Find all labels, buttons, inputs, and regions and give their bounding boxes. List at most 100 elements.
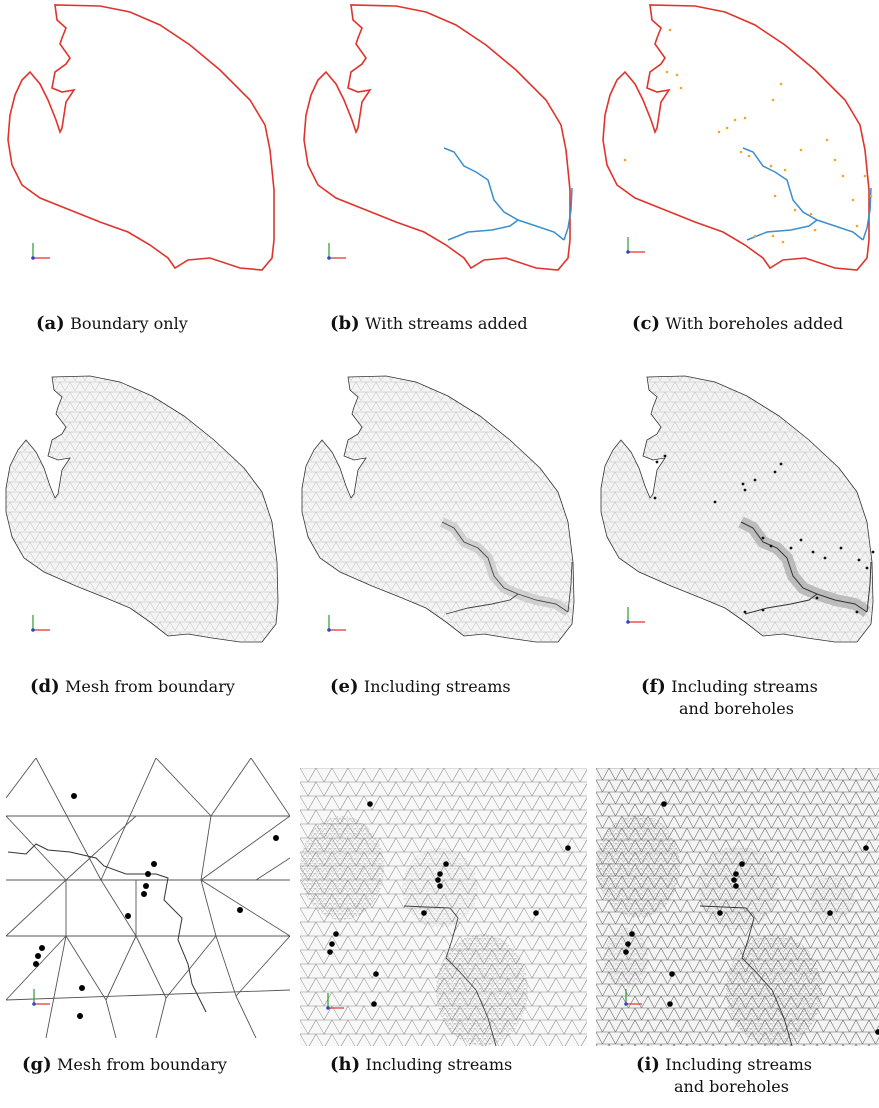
caption-i: (i) Including streams and boreholes xyxy=(636,1054,812,1096)
borehole-marker xyxy=(661,801,667,807)
borehole-marker xyxy=(675,73,679,77)
borehole-marker xyxy=(145,871,151,877)
domain-boundary-outline xyxy=(7,4,275,271)
borehole-marker xyxy=(743,116,747,120)
borehole-marker xyxy=(779,462,783,466)
panel-g-zoom-coarse xyxy=(6,758,290,1038)
caption-c: (c) With boreholes added xyxy=(632,313,844,334)
axis-triad-icon xyxy=(626,237,645,254)
borehole-marker xyxy=(79,985,85,991)
borehole-marker xyxy=(771,98,775,102)
borehole-marker xyxy=(151,861,157,867)
borehole-marker xyxy=(373,971,379,977)
caption-d: (d) Mesh from boundary xyxy=(30,676,235,697)
fine-borehole-points xyxy=(623,801,879,1035)
borehole-marker xyxy=(333,931,339,937)
fine-borehole-points xyxy=(327,801,571,1007)
borehole-marker xyxy=(237,907,243,913)
borehole-marker xyxy=(799,538,803,542)
axis-triad-icon xyxy=(626,607,645,624)
borehole-marker xyxy=(741,482,745,486)
caption-g: (g) Mesh from boundary xyxy=(22,1054,227,1075)
borehole-marker xyxy=(743,610,747,614)
borehole-marker xyxy=(811,550,815,554)
coarse-mesh-svg xyxy=(6,758,290,1038)
stream-network xyxy=(742,147,872,241)
borehole-marker xyxy=(77,1013,83,1019)
borehole-marker xyxy=(663,454,667,458)
coarse-borehole-points xyxy=(33,793,279,1019)
borehole-marker xyxy=(443,861,449,867)
borehole-marker xyxy=(533,910,539,916)
borehole-marker xyxy=(35,953,41,959)
borehole-marker xyxy=(827,910,833,916)
mesh-boundary-outline xyxy=(301,375,575,643)
borehole-marker xyxy=(761,536,765,540)
borehole-marker xyxy=(747,154,751,158)
borehole-marker xyxy=(865,566,869,570)
borehole-points xyxy=(623,28,873,244)
borehole-marker xyxy=(799,148,803,152)
borehole-marker xyxy=(273,835,279,841)
borehole-marker xyxy=(841,174,845,178)
borehole-marker xyxy=(371,1001,377,1007)
borehole-marker xyxy=(863,174,867,178)
borehole-marker xyxy=(733,883,739,889)
borehole-marker xyxy=(125,913,131,919)
coarse-stream-line xyxy=(7,843,207,1013)
caption-a: (a) Boundary only xyxy=(36,313,188,334)
borehole-marker xyxy=(833,158,837,162)
borehole-marker xyxy=(825,138,829,142)
domain-boundary-outline xyxy=(303,4,571,271)
borehole-marker xyxy=(851,198,855,202)
borehole-marker xyxy=(875,1029,879,1035)
borehole-marker xyxy=(771,234,775,238)
borehole-marker xyxy=(39,945,45,951)
borehole-marker xyxy=(623,949,629,955)
borehole-marker xyxy=(329,941,335,947)
borehole-marker xyxy=(435,877,441,883)
axis-triad-icon xyxy=(327,615,346,632)
borehole-marker xyxy=(665,70,669,74)
borehole-marker xyxy=(793,208,797,212)
borehole-marker xyxy=(623,158,627,162)
borehole-marker xyxy=(743,488,747,492)
caption-e: (e) Including streams xyxy=(330,676,511,697)
borehole-marker xyxy=(773,470,777,474)
borehole-marker xyxy=(823,556,827,560)
borehole-marker xyxy=(839,546,843,550)
mesh-stream-lines xyxy=(740,521,872,615)
borehole-marker xyxy=(667,1001,673,1007)
borehole-marker xyxy=(725,126,729,130)
axis-triad-icon xyxy=(31,243,50,260)
panel-e-mesh-streams xyxy=(296,372,586,652)
borehole-marker xyxy=(367,801,373,807)
panel-f-mesh-boreholes xyxy=(595,372,879,652)
borehole-marker xyxy=(679,86,683,90)
borehole-marker xyxy=(731,877,737,883)
axis-triad-icon xyxy=(32,989,50,1006)
borehole-marker xyxy=(625,941,631,947)
borehole-marker xyxy=(855,610,859,614)
borehole-marker xyxy=(668,28,672,32)
fine-stream-line xyxy=(403,905,497,1046)
borehole-marker xyxy=(783,168,787,172)
axis-triad-icon xyxy=(326,993,344,1010)
borehole-marker xyxy=(773,194,777,198)
mesh-boundary-outline xyxy=(5,375,279,643)
borehole-marker xyxy=(717,130,721,134)
borehole-marker xyxy=(857,558,861,562)
borehole-marker xyxy=(779,82,783,86)
panel-c-boreholes xyxy=(595,0,879,280)
borehole-marker xyxy=(809,212,813,216)
fine-stream-line xyxy=(699,905,793,1046)
borehole-marker xyxy=(753,478,757,482)
borehole-marker xyxy=(421,910,427,916)
mesh-stream-lines xyxy=(441,521,573,615)
borehole-marker xyxy=(71,793,77,799)
borehole-marker xyxy=(327,949,333,955)
borehole-marker xyxy=(437,871,443,877)
mesh-borehole-points xyxy=(653,454,875,614)
borehole-marker xyxy=(653,496,657,500)
mesh-boundary-outline xyxy=(600,375,874,643)
